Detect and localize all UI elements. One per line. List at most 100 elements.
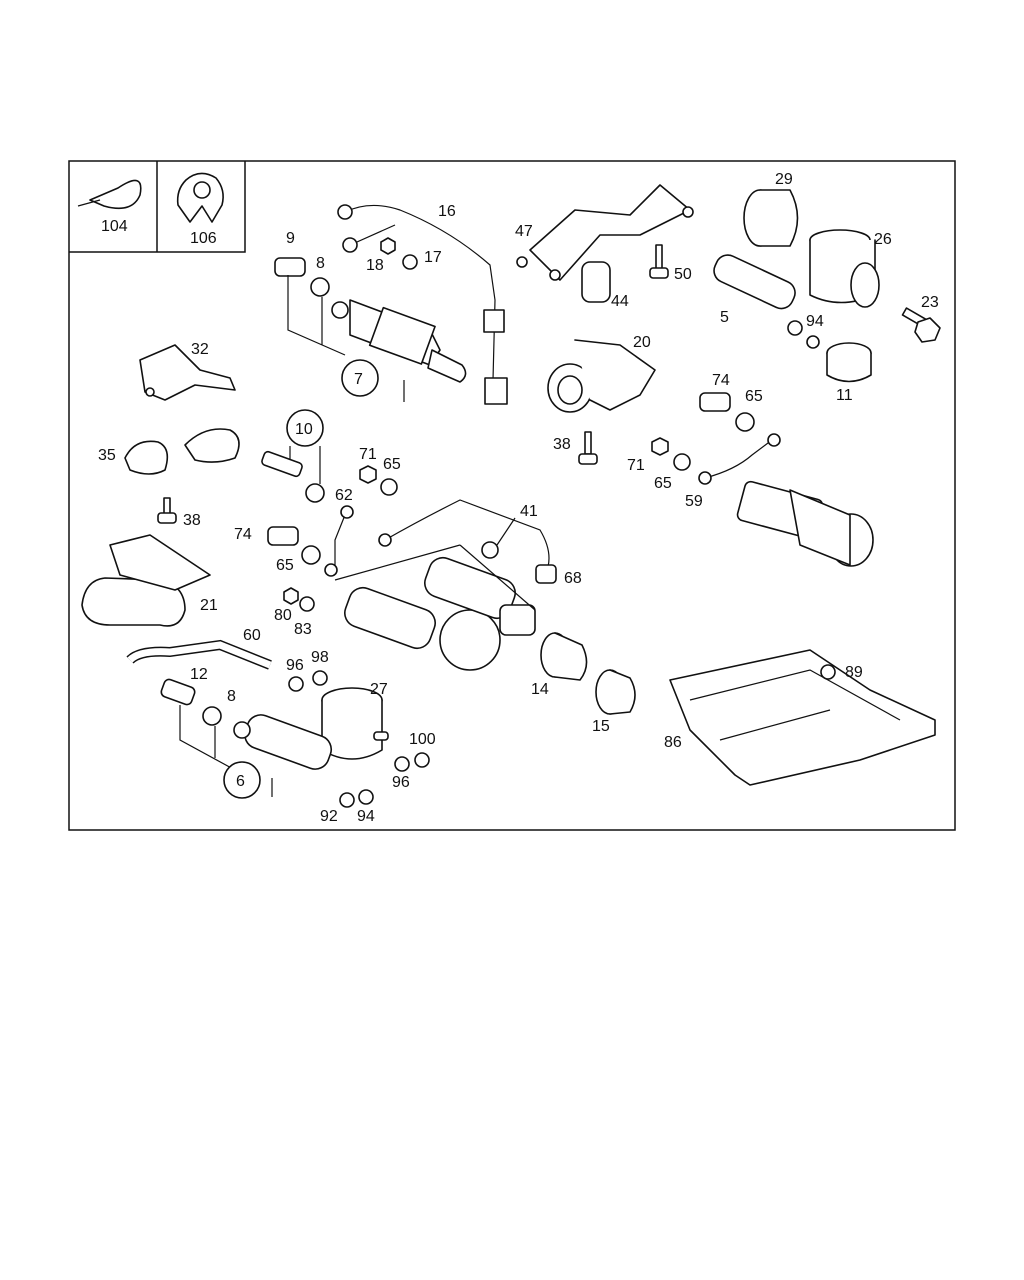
label-47: 47 bbox=[515, 223, 533, 240]
label-74: 74 bbox=[712, 372, 730, 389]
label-32: 32 bbox=[191, 341, 209, 358]
callout-7-text: 7 bbox=[354, 371, 363, 388]
label-38b: 38 bbox=[183, 512, 201, 529]
label-44: 44 bbox=[611, 293, 629, 310]
sleeve-icon bbox=[743, 189, 799, 247]
label-65b: 65 bbox=[383, 456, 401, 473]
seal-ring-icon bbox=[310, 277, 330, 297]
hose-clamp-icon-94 bbox=[358, 789, 374, 805]
label-14: 14 bbox=[531, 681, 549, 698]
hose-clamp-icon-98 bbox=[312, 670, 328, 686]
label-98: 98 bbox=[311, 649, 329, 666]
lock-washer-icon-83 bbox=[299, 596, 315, 612]
pump-assembly-icon bbox=[736, 480, 874, 567]
lock-washer-icon bbox=[402, 254, 418, 270]
clamp-pair-icon bbox=[124, 428, 240, 475]
pipe-icon bbox=[334, 514, 346, 570]
banjo-fitting-icon-12 bbox=[160, 678, 196, 706]
label-65d: 65 bbox=[276, 557, 294, 574]
fuel-pipe-icon bbox=[704, 439, 773, 479]
label-41: 41 bbox=[520, 503, 538, 520]
fuel-pump-icon-6 bbox=[233, 714, 333, 770]
label-80: 80 bbox=[274, 607, 292, 624]
hose-clamp-icon-92 bbox=[339, 792, 355, 808]
bracket-icon-32 bbox=[139, 344, 236, 401]
bracket-icon bbox=[516, 184, 694, 281]
sleeve-icon-15 bbox=[595, 669, 636, 715]
label-18: 18 bbox=[366, 257, 384, 274]
label-15: 15 bbox=[592, 718, 610, 735]
nut-icon-80 bbox=[283, 587, 299, 605]
label-96: 96 bbox=[286, 657, 304, 674]
pump-icon bbox=[713, 254, 803, 336]
washer-icon-65d bbox=[301, 545, 321, 565]
label-29: 29 bbox=[775, 171, 793, 188]
label-94: 94 bbox=[806, 313, 824, 330]
hose-clamp-icon-96 bbox=[288, 676, 304, 692]
label-83: 83 bbox=[294, 621, 312, 638]
callout-10-text: 10 bbox=[295, 421, 313, 438]
holder-icon bbox=[547, 339, 656, 413]
label-62: 62 bbox=[335, 487, 353, 504]
label-89: 89 bbox=[845, 664, 863, 681]
fuel-filter-icon bbox=[809, 229, 880, 308]
callout-7 bbox=[341, 359, 379, 397]
label-96b: 96 bbox=[392, 774, 410, 791]
bolt-icon-38b bbox=[157, 497, 177, 524]
center-pump-assembly-icon bbox=[344, 556, 536, 671]
label-5: 5 bbox=[720, 309, 729, 326]
hose-clamp-icon-100 bbox=[414, 752, 430, 768]
seal-ring-icon-10 bbox=[305, 483, 325, 503]
label-23: 23 bbox=[921, 294, 939, 311]
clip-icon-41 bbox=[481, 541, 499, 559]
inset-label-104: 104 bbox=[101, 218, 128, 235]
label-12: 12 bbox=[190, 666, 208, 683]
label-94b: 94 bbox=[357, 808, 375, 825]
callout-10 bbox=[286, 409, 324, 447]
bolt-icon bbox=[649, 244, 669, 279]
label-20: 20 bbox=[633, 334, 651, 351]
inset-box-dividers bbox=[69, 161, 246, 253]
label-59: 59 bbox=[685, 493, 703, 510]
fuel-line-connector-icon bbox=[483, 309, 505, 333]
banjo-fitting-icon-74b bbox=[267, 526, 299, 546]
screw-icon bbox=[901, 307, 941, 343]
diagram-frame bbox=[68, 160, 956, 831]
clip-icon bbox=[176, 172, 224, 223]
label-9: 9 bbox=[286, 230, 295, 247]
label-8: 8 bbox=[316, 255, 325, 272]
group-leader-lines bbox=[287, 275, 405, 402]
label-26: 26 bbox=[874, 231, 892, 248]
callout-6 bbox=[223, 761, 261, 799]
fuel-pump-icon bbox=[331, 299, 467, 383]
fuel-filter-icon-27 bbox=[321, 687, 389, 760]
label-86: 86 bbox=[664, 734, 682, 751]
bolt-icon-38 bbox=[578, 431, 598, 465]
nut-icon bbox=[380, 237, 396, 255]
sleeve-icon-14 bbox=[540, 632, 588, 681]
washer-icon-65b bbox=[673, 453, 691, 471]
fuel-line-icon bbox=[344, 204, 496, 381]
label-68: 68 bbox=[564, 570, 582, 587]
inset-label-106: 106 bbox=[190, 230, 217, 247]
washer-icon-65 bbox=[735, 412, 755, 432]
rubber-mount-icon bbox=[581, 261, 611, 303]
bracket-icon-21 bbox=[81, 534, 211, 627]
label-74b: 74 bbox=[234, 526, 252, 543]
fuel-line-end-icon bbox=[484, 377, 508, 405]
fitting-icon bbox=[261, 450, 303, 478]
label-17: 17 bbox=[424, 249, 442, 266]
label-11: 11 bbox=[836, 387, 853, 404]
label-60: 60 bbox=[243, 627, 261, 644]
label-8b: 8 bbox=[227, 688, 236, 705]
label-100: 100 bbox=[409, 731, 436, 748]
hex-fitting-icon-71 bbox=[651, 437, 669, 456]
label-50: 50 bbox=[674, 266, 692, 283]
label-16: 16 bbox=[438, 203, 456, 220]
label-65c: 65 bbox=[654, 475, 672, 492]
pipe-icon-68 bbox=[384, 499, 550, 576]
cover-icon bbox=[826, 342, 872, 383]
label-71b: 71 bbox=[627, 457, 645, 474]
banjo-fitting-icon bbox=[274, 257, 306, 277]
